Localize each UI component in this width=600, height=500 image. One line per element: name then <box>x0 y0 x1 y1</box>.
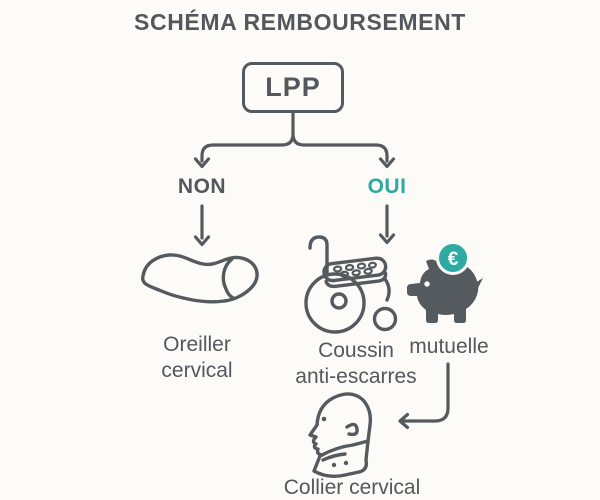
wheelchair-hub <box>330 292 348 310</box>
label-line: Coussin <box>318 339 394 362</box>
ear <box>345 422 359 437</box>
fork-right-line <box>291 132 389 163</box>
collar-dot <box>343 460 349 466</box>
caster-strut <box>383 277 391 302</box>
label-oreiller-cervical: Oreiller cervical <box>117 332 277 384</box>
mutuelle-arrow-line <box>399 362 450 423</box>
wheelchair-cushion-icon <box>304 235 398 334</box>
piggy-eye <box>424 281 430 287</box>
label-collier-cervical: Collier cervical <box>283 476 421 499</box>
collar-top-edge <box>320 439 370 457</box>
piggy-bank-icon: € <box>407 241 483 323</box>
cervical-pillow-icon <box>141 253 259 304</box>
euro-coin-icon <box>436 241 470 275</box>
arrowhead-down-icon <box>378 157 396 169</box>
caster-wheel <box>372 306 398 332</box>
collar-inner-line <box>321 452 347 462</box>
collar-body <box>312 439 370 479</box>
label-line: anti-escarres <box>295 365 417 388</box>
branch-label-oui: OUI <box>367 175 407 198</box>
cervical-collar-icon <box>308 392 373 479</box>
eye-dot <box>321 416 327 422</box>
label-mutuelle: mutuelle <box>409 335 489 358</box>
arrowhead-down-icon <box>193 157 211 169</box>
arrowhead-left-icon <box>398 412 410 430</box>
arrowhead-down-icon <box>378 233 396 245</box>
label-coussin-anti-escarres: Coussin anti-escarres <box>262 338 450 390</box>
label-line: Oreiller <box>163 333 231 356</box>
cushion <box>322 256 388 289</box>
page-title: SCHÉMA REMBOURSEMENT <box>134 9 466 35</box>
fork-left-line <box>200 110 295 163</box>
collar-dot <box>331 462 337 468</box>
lpp-node: LPP <box>242 62 344 113</box>
lpp-node-label: LPP <box>265 72 321 102</box>
face-profile <box>308 423 324 457</box>
label-line: cervical <box>161 359 233 382</box>
wheelchair-wheel <box>304 272 366 334</box>
euro-symbol: € <box>448 249 459 270</box>
branch-label-non: NON <box>177 175 227 198</box>
wheelchair-handle <box>308 235 329 275</box>
head-outline <box>315 392 373 443</box>
arrowhead-down-icon <box>193 235 211 247</box>
